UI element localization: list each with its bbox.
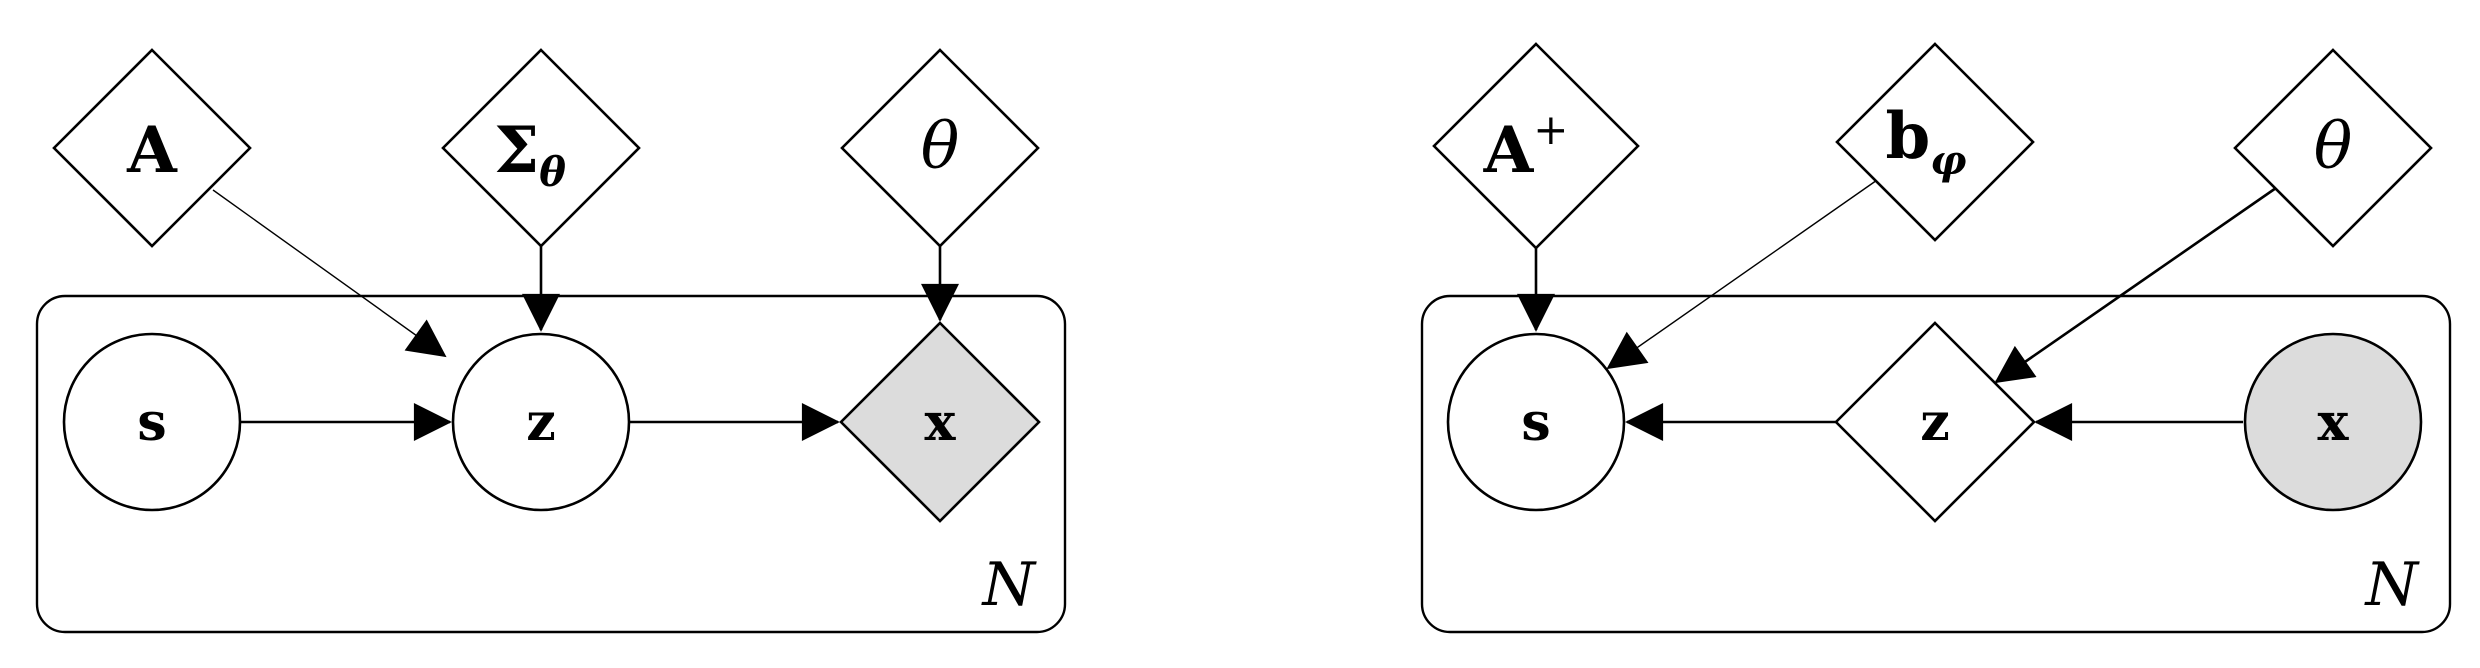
left-plate-label: N	[981, 550, 1038, 620]
edge-A-to-z	[212, 189, 447, 358]
node-s: s	[62, 332, 242, 512]
svg-text:z: z	[526, 392, 556, 453]
svg-text:x: x	[2317, 392, 2349, 453]
node-A: A	[52, 48, 252, 248]
svg-text:θ: θ	[921, 110, 960, 184]
svg-text:Σθ: Σθ	[494, 113, 566, 196]
svg-text:θ: θ	[2314, 110, 2353, 184]
node-b-phi: bφ	[1835, 42, 2035, 242]
right-plate	[1420, 294, 2452, 634]
node-s-right: s	[1446, 332, 1626, 512]
node-z: z	[451, 332, 631, 512]
svg-text:z: z	[1920, 392, 1950, 453]
node-x-observed: x	[839, 321, 1041, 523]
node-x-right-observed: x	[2243, 332, 2423, 512]
svg-text:s: s	[137, 392, 166, 453]
edge-b-to-s	[1606, 177, 1881, 370]
right-model: N A+ bφ θ s z	[1420, 42, 2452, 634]
node-Sigma-theta: Σθ	[441, 48, 641, 248]
node-theta-right: θ	[2233, 48, 2433, 248]
left-model: N A Σθ θ s z	[35, 48, 1067, 634]
svg-text:A: A	[126, 113, 178, 188]
svg-text:x: x	[924, 392, 956, 453]
svg-text:s: s	[1521, 392, 1550, 453]
node-theta: θ	[840, 48, 1040, 248]
edge-theta-to-z	[1994, 186, 2277, 384]
right-plate-label: N	[2364, 550, 2421, 620]
svg-text:bφ: bφ	[1886, 99, 1967, 184]
node-z-right: z	[1834, 321, 2036, 523]
svg-text:A+: A+	[1483, 105, 1569, 188]
node-A-plus: A+	[1432, 42, 1640, 250]
